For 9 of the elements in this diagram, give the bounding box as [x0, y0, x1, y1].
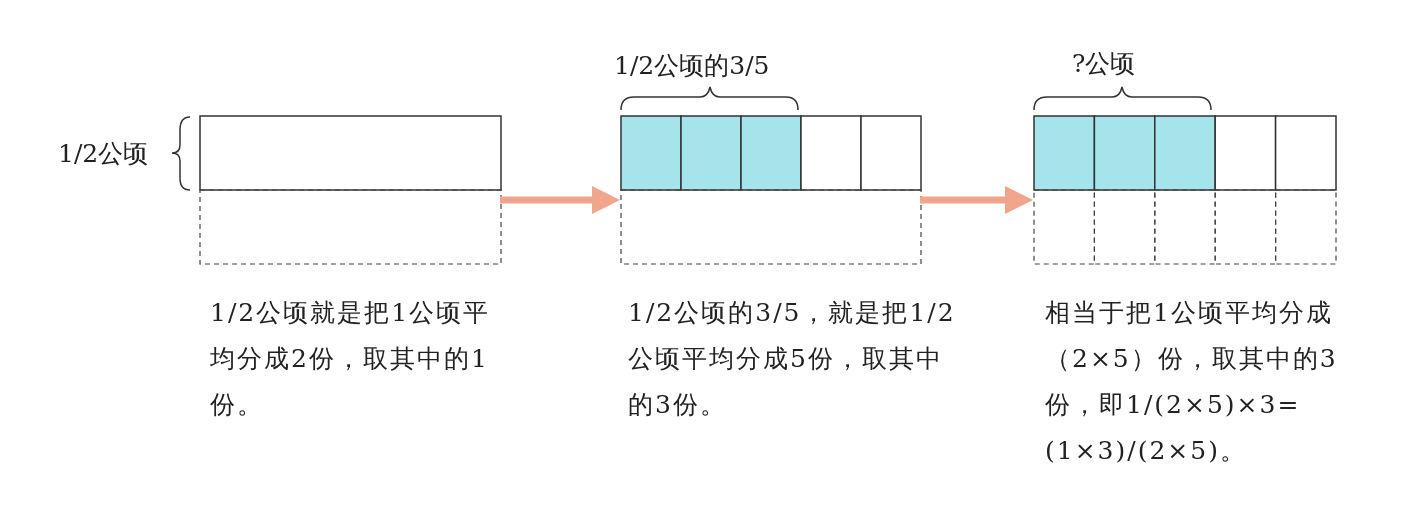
area-rectangle-drawing: [199, 115, 500, 265]
explanation-text: 1/2公顷的3/5，就是把1/2公顷平均分成5份，取其中的3份。: [628, 297, 957, 421]
explanation-text: 1/2公顷就是把1公顷平均分成2份，取其中的1份。: [210, 297, 492, 421]
area-rectangle-drawing: [620, 115, 920, 265]
area-label: 1/2公顷: [58, 140, 149, 168]
area-rectangle-drawing: [1033, 115, 1335, 265]
area-label: ?公顷: [1072, 50, 1136, 78]
area-label: 1/2公顷的3/5: [614, 52, 770, 80]
explanation-text: 相当于把1公顷平均分成（2×5）份，取其中的3份，即1/(2×5)×3=(1×3)/(2×5)。: [1045, 297, 1339, 467]
